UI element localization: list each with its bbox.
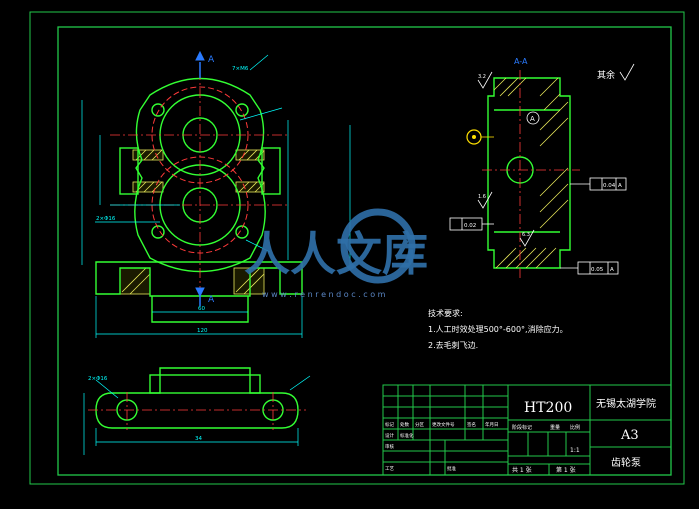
pipe-port-right (261, 147, 281, 195)
tb-scale-value: 1:1 (570, 447, 580, 454)
watermark-url: w w w . r e n r e n d o c . c o m (262, 290, 386, 299)
dim-hole: 2×Φ16 (96, 216, 116, 222)
hatch-left-port-lower (132, 181, 164, 193)
tb-label-doc: 更改文件号 (432, 421, 455, 428)
roughness-texts: 3.2 1.6 6.3 (478, 74, 530, 238)
dim-base-width: 60 (198, 306, 205, 312)
plan-hole-dim: 2×Φ16 (88, 376, 108, 382)
tb-label-weight: 重量 (550, 424, 560, 431)
tb-label-sheet: 第 1 张 (556, 466, 576, 474)
dim-thread: 7×M6 (232, 66, 249, 72)
section-mark-top: A (208, 55, 215, 65)
hatch-right-port (235, 149, 265, 161)
plan-view: 34 2×Φ16 (83, 367, 311, 455)
bolt-hole-tr (235, 103, 249, 117)
plan-dimensions (83, 375, 311, 455)
base-foot (95, 261, 303, 297)
tb-label-stage: 阶段标记 (512, 424, 532, 431)
roughness-marks (477, 63, 635, 247)
hatch-foot-right (233, 267, 265, 295)
tb-label-mark: 标记 (385, 421, 394, 428)
tb-part-name: 齿轮泵 (611, 456, 641, 469)
drawing-frame (29, 11, 685, 485)
section-marks: A A (195, 50, 215, 306)
tb-label-scale: 比例 (570, 424, 580, 431)
hatch-foot-left (119, 267, 151, 295)
tb-label-standard: 标准化 (400, 432, 414, 439)
datum-a-circle (526, 111, 540, 125)
tb-label-design: 设计 (385, 432, 394, 439)
title-block-grid (382, 384, 672, 476)
tb-label-zone: 分区 (415, 421, 424, 428)
section-view-title: A-A (514, 57, 528, 66)
plan-body (95, 367, 299, 429)
tol-flatness-datum: A (618, 183, 622, 189)
tol-perpendicular-datum: A (610, 267, 614, 273)
pipe-port-left (119, 147, 139, 195)
tb-label-total: 共 1 张 (512, 466, 532, 474)
tol-parallel: 0.02 (464, 223, 476, 229)
tb-material: HT200 (524, 400, 572, 416)
watermark-ring (340, 208, 416, 284)
title-block-frame (382, 384, 672, 476)
tol-perpendicular: 0.05 (591, 267, 604, 273)
surface-note: 其余 (597, 69, 615, 81)
plan-depth: 34 (195, 436, 202, 442)
tech-line-1: 1.人工时效处理500°-600°,消除应力。 (428, 324, 568, 334)
tb-label-date: 年月日 (485, 421, 499, 428)
plan-boss (149, 374, 261, 394)
front-view: 120 60 7×M6 2×Φ16 A A (81, 50, 351, 338)
watermark-text: 人人文库 (244, 227, 428, 281)
bolt-hole-br (235, 225, 249, 239)
bolt-hole-bl (151, 225, 165, 239)
tech-heading: 技术要求: (428, 308, 463, 318)
section-view: A-A A (449, 57, 635, 278)
tb-label-sign: 签名 (467, 421, 476, 428)
dimensions-front (81, 54, 351, 338)
datum-dot (472, 135, 476, 139)
tb-school: 无锡太湖学院 (596, 397, 656, 410)
base-slot (151, 296, 249, 323)
dimension-texts-front: 120 60 7×M6 2×Φ16 (96, 66, 249, 334)
tb-sheet-size: A3 (620, 428, 639, 443)
tb-label-review: 审核 (385, 443, 394, 450)
roughness-r3: 6.3 (522, 232, 530, 238)
tolerance-texts: 0.04 A 0.05 A 0.02 (464, 183, 622, 273)
centerlines-front (110, 70, 290, 300)
datum-a-label: A (530, 115, 535, 123)
section-centerlines (482, 70, 580, 278)
roughness-r2: 1.6 (478, 194, 486, 200)
tb-label-count: 处数 (400, 421, 409, 428)
tb-label-process: 工艺 (385, 466, 394, 472)
tol-flatness: 0.04 (603, 183, 616, 189)
section-mark-bottom: A (208, 295, 215, 305)
tech-requirements: 技术要求: 1.人工时效处理500°-600°,消除应力。 2.去毛刺飞边. (428, 308, 568, 350)
tb-label-approve: 批准 (447, 465, 456, 472)
bolt-hole-tl (151, 103, 165, 117)
watermark: 人人文库 w w w . r e n r e n d o c . c o m (244, 208, 428, 299)
dim-overall-width: 120 (197, 328, 208, 334)
section-hatch (493, 77, 569, 269)
title-block: HT200 无锡太湖学院 A3 齿轮泵 1:1 阶段标记 重量 比例 共 1 张… (382, 384, 672, 476)
inner-border (57, 26, 672, 476)
hatch-left-port (132, 149, 164, 161)
title-block-texts: HT200 无锡太湖学院 A3 齿轮泵 1:1 阶段标记 重量 比例 共 1 张… (385, 397, 656, 474)
outer-border (29, 11, 685, 485)
roughness-r1: 3.2 (478, 74, 486, 80)
tech-line-2: 2.去毛刺飞边. (428, 340, 478, 350)
datum-symbol: A (466, 111, 540, 145)
tolerance-frames (449, 177, 627, 275)
plan-centerlines (88, 392, 306, 430)
